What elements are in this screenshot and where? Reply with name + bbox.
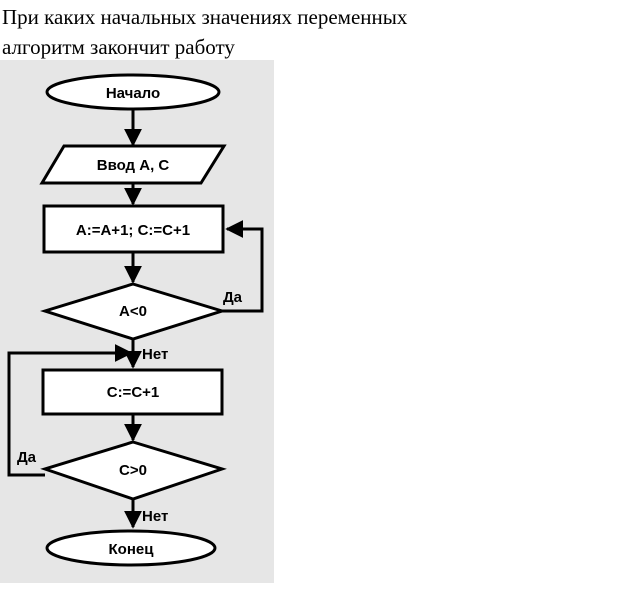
question-line-2: алгоритм закончит работу — [2, 35, 235, 59]
cond1-yes-label: Да — [223, 289, 243, 306]
cond2-label: C>0 — [119, 462, 147, 479]
cond1-label: A<0 — [119, 303, 147, 320]
step1-label: A:=A+1; C:=C+1 — [76, 222, 190, 239]
input-node: Ввод A, C — [39, 144, 227, 185]
cond2-no-label: Нет — [142, 508, 168, 525]
end-label: Конец — [109, 541, 155, 558]
step1-node: A:=A+1; C:=C+1 — [42, 204, 225, 254]
step2-node: C:=C+1 — [41, 368, 224, 416]
end-node: Конец — [45, 529, 217, 567]
end-ellipse — [45, 529, 217, 567]
arrow-cond2-yes-loop — [7, 344, 133, 477]
arrow-cond1-yes-loop — [222, 220, 264, 313]
cond2-yes-label: Да — [17, 449, 37, 466]
step1-rect — [42, 204, 225, 254]
question-line-1: При каких начальных значениях переменных — [2, 5, 408, 29]
input-parallelogram — [39, 144, 227, 185]
cond1-no-label: Нет — [142, 346, 168, 363]
step2-label: C:=C+1 — [107, 384, 160, 401]
start-node: Начало — [45, 73, 221, 111]
input-label: Ввод A, C — [97, 157, 170, 174]
start-label: Начало — [106, 85, 160, 102]
question-text: При каких начальных значениях переменных… — [2, 2, 612, 62]
cond1-node: A<0 — [39, 282, 228, 341]
cond2-node: C>0 — [40, 440, 227, 501]
